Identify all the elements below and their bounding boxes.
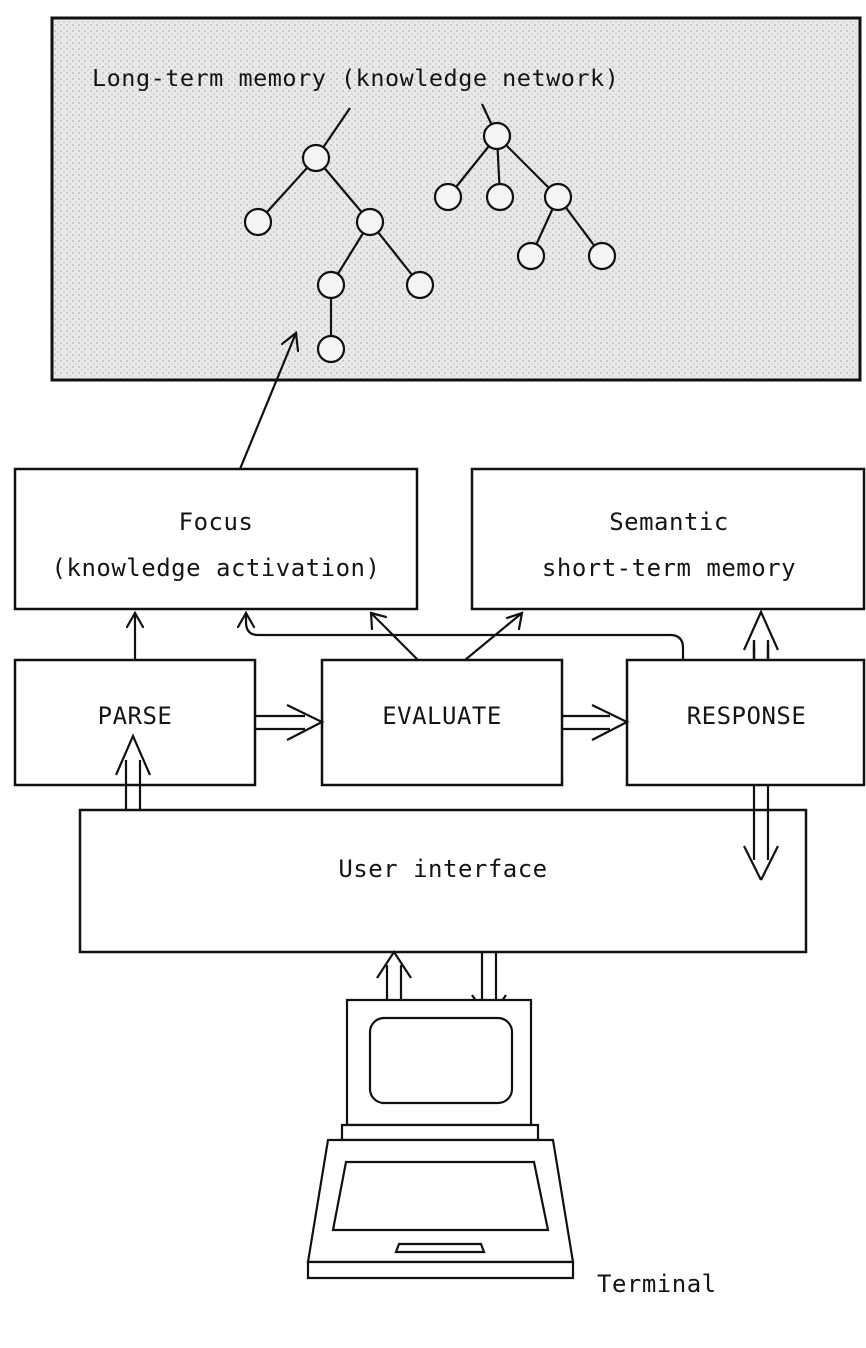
knowledge-node (482, 121, 512, 151)
parse-to-evaluate-arrow (255, 704, 325, 741)
terminal-label: Terminal (597, 1270, 717, 1298)
knowledge-node (587, 241, 617, 271)
knowledge-node (485, 182, 515, 212)
user-interface-label: User interface (338, 855, 548, 883)
evaluate-to-focus-arrow (369, 611, 420, 662)
knowledge-node (543, 182, 573, 212)
response-to-ui-arrow (743, 785, 779, 881)
short-term-memory-box (470, 467, 866, 611)
focus-subtitle: (knowledge activation) (51, 554, 381, 582)
knowledge-node (316, 270, 346, 300)
double-arrows (114, 609, 780, 881)
focus-to-memory-arrow (238, 331, 298, 471)
response-to-focus-arrow (244, 611, 685, 662)
short-term-memory-subtitle: short-term memory (541, 554, 797, 582)
short-term-memory-title: Semantic (609, 508, 729, 536)
evaluate-to-memory-arrow (463, 611, 524, 662)
response-label: RESPONSE (686, 702, 807, 730)
connector-arrows (125, 330, 685, 662)
computer-terminal-icon (306, 998, 575, 1280)
focus-box (13, 467, 419, 611)
knowledge-node (301, 143, 331, 173)
evaluate-label: EVALUATE (382, 702, 502, 730)
knowledge-node (433, 182, 463, 212)
evaluate-to-response-arrow (562, 704, 630, 741)
knowledge-node (405, 270, 435, 300)
knowledge-node (355, 207, 385, 237)
user-interface-box (78, 808, 808, 954)
knowledge-node (516, 241, 546, 271)
response-memory-link (752, 640, 770, 660)
terminal-to-ui-arrow (376, 949, 412, 1000)
knowledge-node (243, 207, 273, 237)
evaluate-box (320, 658, 564, 787)
knowledge-tree-left-nodes (243, 143, 435, 364)
ui-to-parse-arrow (114, 733, 152, 810)
knowledge-node (316, 334, 346, 364)
long-term-memory-title: Long-term memory (knowledge network) (92, 64, 620, 92)
parse-label: PARSE (97, 702, 173, 730)
knowledge-tree-right-nodes (433, 121, 617, 271)
focus-title: Focus (178, 508, 254, 536)
